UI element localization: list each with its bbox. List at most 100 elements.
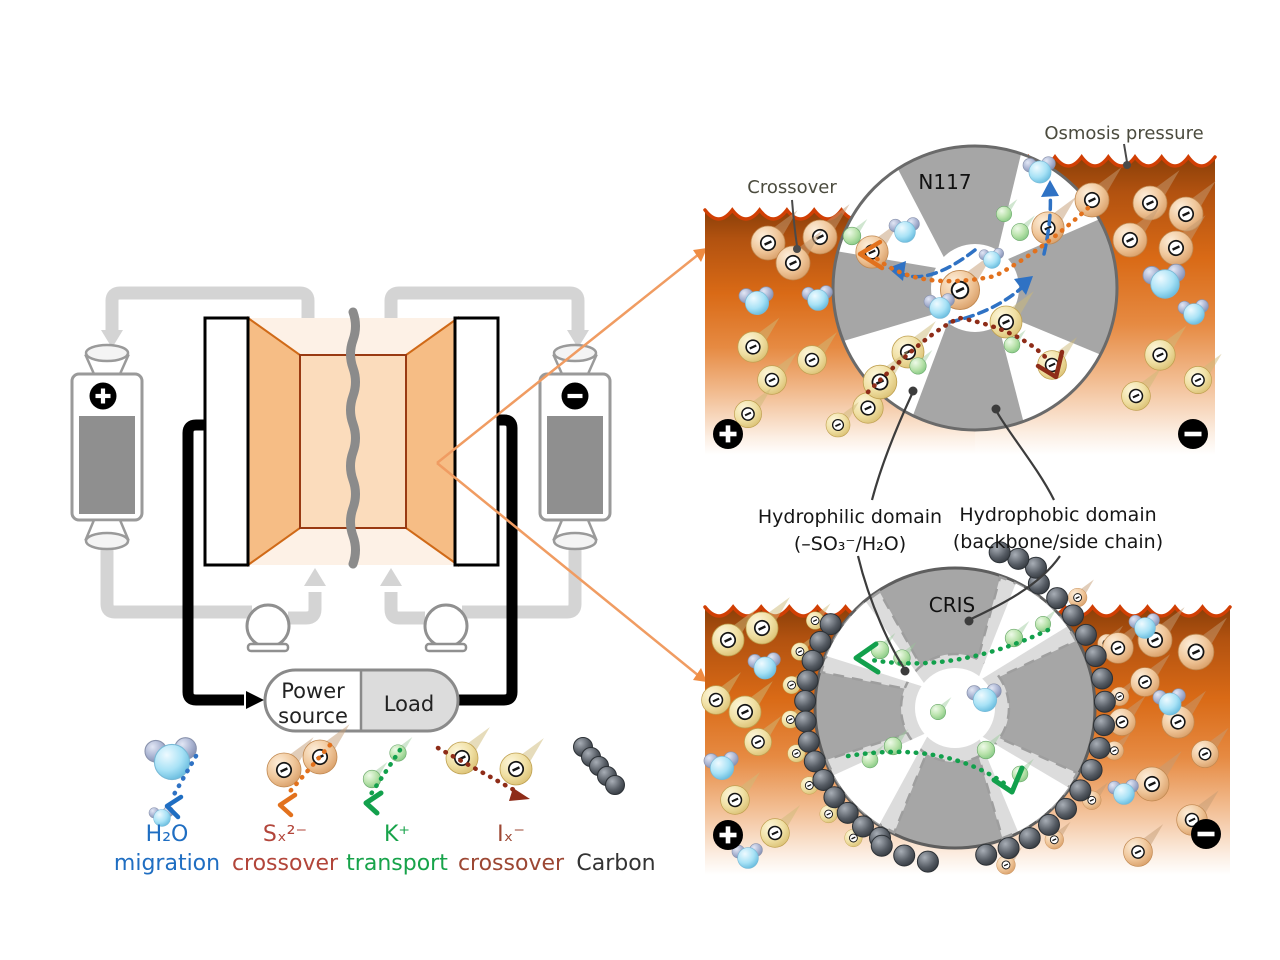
water-molecule	[1142, 263, 1186, 299]
minus-charge-icon	[736, 703, 754, 721]
k-transport-trail	[869, 627, 1051, 666]
carbon-layer	[794, 541, 1116, 873]
carbon-bead	[797, 730, 820, 753]
minus-charge-icon	[1187, 643, 1205, 661]
potassium-ion	[842, 218, 868, 246]
legend-sx-line1: Sₓ²⁻	[263, 822, 307, 847]
iodide-particle	[445, 727, 490, 775]
iodide-particle	[744, 715, 782, 756]
carbon-bead	[1091, 667, 1114, 690]
carbon-bead	[812, 768, 835, 791]
carbon-bead	[823, 786, 846, 809]
carbon-bead	[1046, 587, 1069, 610]
carbon-bead	[836, 801, 859, 824]
minus-charge-icon	[1115, 715, 1129, 729]
potassium-ion	[1035, 609, 1057, 632]
polysulfide-particle	[939, 252, 995, 311]
cris-particles	[701, 597, 1229, 869]
minus-charge-icon	[453, 749, 471, 767]
hydrophilic-domain-label-2: (–SO₃⁻/H₂O)	[794, 533, 906, 555]
iodide-particle	[720, 772, 761, 815]
legend-sx-arrow	[283, 742, 333, 799]
legend-k-arrow	[368, 747, 403, 797]
minus-charge-icon	[727, 792, 743, 808]
n117-transport-arrows	[857, 180, 1091, 395]
current-collector-right	[453, 316, 500, 567]
tank-liquid	[547, 416, 603, 514]
legend-k-arrowhead-icon	[363, 790, 384, 816]
minus-charge-icon	[1044, 357, 1060, 373]
minus-charge-icon	[787, 680, 797, 690]
minus-charge-icon	[1143, 775, 1161, 793]
iodide-particle	[499, 738, 544, 786]
minus-charge-icon	[1115, 692, 1125, 701]
water-molecule	[144, 737, 197, 781]
minus-charge-icon	[1198, 747, 1212, 761]
cris-title: CRIS	[929, 593, 975, 617]
current-collector-left	[203, 316, 250, 567]
minus-charge-icon	[719, 631, 737, 649]
carbon-bead	[605, 775, 625, 795]
polysulfide-particle	[1132, 170, 1180, 221]
polysulfide-particle	[1134, 751, 1182, 802]
iodide-particle	[781, 702, 806, 729]
polysulfide-particle	[266, 737, 314, 788]
iodide-particle	[737, 317, 780, 363]
pipe-arrow-up-left-icon	[304, 568, 326, 586]
minus-charge-icon	[1083, 191, 1101, 209]
water-molecule	[1022, 156, 1056, 184]
minus-charge-icon	[767, 825, 783, 841]
carbon-bead	[1069, 779, 1092, 802]
minus-charge-icon	[1191, 373, 1205, 387]
pipe-arrow-down-right-icon	[567, 330, 589, 348]
pipe-bottom-right	[462, 548, 582, 619]
potassium-ion	[930, 697, 952, 720]
minus-charge-icon	[791, 749, 801, 758]
sx-arrowhead-icon	[857, 239, 885, 271]
carbon-bead	[916, 850, 939, 873]
k-arrowhead-icon	[991, 765, 1025, 795]
panel-annotations: Crossover Osmosis pressure N117 CRIS Hyd…	[713, 123, 1221, 850]
minus-charge-icon	[784, 254, 802, 272]
crossover-leader	[791, 199, 798, 247]
minus-charge-icon	[741, 407, 755, 421]
polysulfide-particle	[1191, 727, 1229, 768]
pipe-bottom-left	[100, 548, 252, 619]
carbon-bead	[819, 613, 842, 636]
polysulfide-particle	[1130, 654, 1171, 697]
minus-charge-icon	[1073, 593, 1083, 603]
potassium-ion	[976, 732, 1002, 760]
iodide-particle	[701, 672, 742, 715]
minus-charge-icon	[1087, 795, 1097, 805]
carbon-bead	[975, 843, 998, 866]
minus-charge-icon	[810, 616, 820, 625]
power-source-label-1: Power	[281, 679, 345, 703]
carbon-bead	[796, 669, 819, 692]
water-molecule	[888, 217, 920, 243]
iodide-particle	[1144, 325, 1187, 371]
carbon-bead	[1093, 714, 1116, 737]
cris-channel	[976, 583, 1068, 682]
water-molecule	[966, 683, 1002, 713]
minus-charge-icon	[1177, 205, 1195, 223]
pump-right	[423, 603, 469, 653]
minus-charge-icon	[507, 760, 525, 778]
cris-channel	[833, 731, 931, 825]
zoom-leader-lines	[436, 248, 707, 682]
polysulfide-particle	[1168, 181, 1216, 232]
legend: H₂O migration Sₓ²⁻ crossover K⁺ transpor…	[114, 742, 656, 876]
minus-charge-icon	[1001, 860, 1011, 870]
pipe-top-right	[384, 286, 585, 330]
polysulfide-particle	[1108, 695, 1146, 736]
minus-charge-icon	[824, 809, 834, 819]
h2o-arrowhead-icon	[1041, 180, 1059, 197]
cris-transport-arrows	[845, 627, 1051, 795]
tank-negative	[538, 343, 612, 551]
carbon-bead	[1061, 604, 1084, 627]
polysulfide-particle	[750, 210, 798, 261]
tank-positive	[70, 343, 144, 551]
pump-left	[245, 603, 291, 653]
ix-crossover-trail	[865, 315, 1053, 395]
hydrophobic-leader-top	[996, 411, 1055, 501]
iodide-particle	[734, 387, 772, 428]
